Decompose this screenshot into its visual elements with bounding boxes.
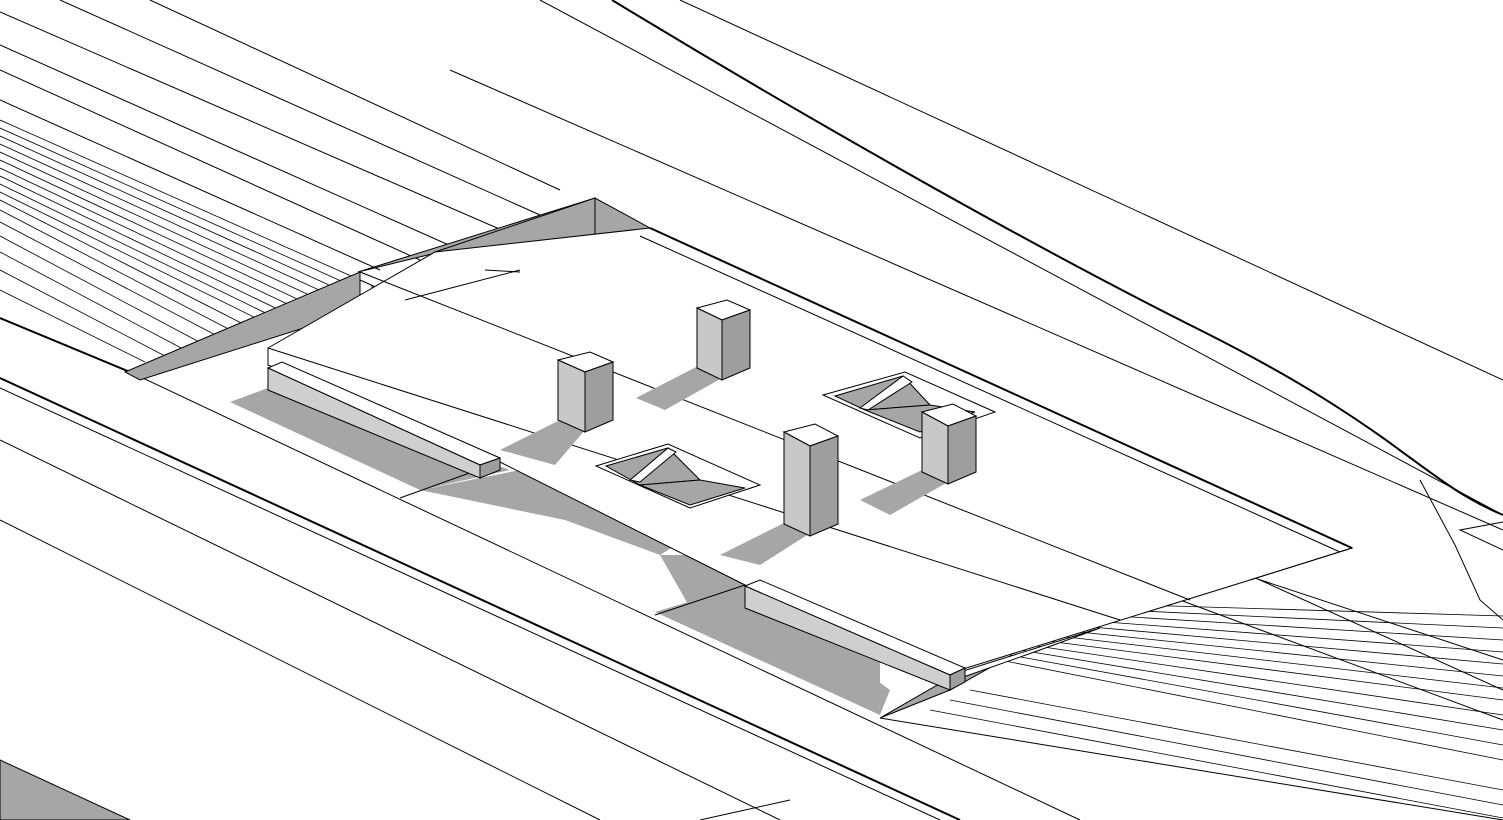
hatch-band-right (929, 604, 1503, 819)
column-shadows (500, 365, 948, 565)
bench-right[interactable] (743, 579, 967, 691)
skylight-opening-1[interactable] (594, 443, 762, 509)
column-2[interactable] (695, 299, 752, 381)
hatch-band-left (0, 119, 361, 363)
column-1[interactable] (556, 351, 615, 433)
column-4[interactable] (920, 403, 978, 485)
bottom-left-shadow (0, 759, 131, 820)
column-3[interactable] (782, 423, 840, 537)
bench-left[interactable] (266, 361, 502, 479)
